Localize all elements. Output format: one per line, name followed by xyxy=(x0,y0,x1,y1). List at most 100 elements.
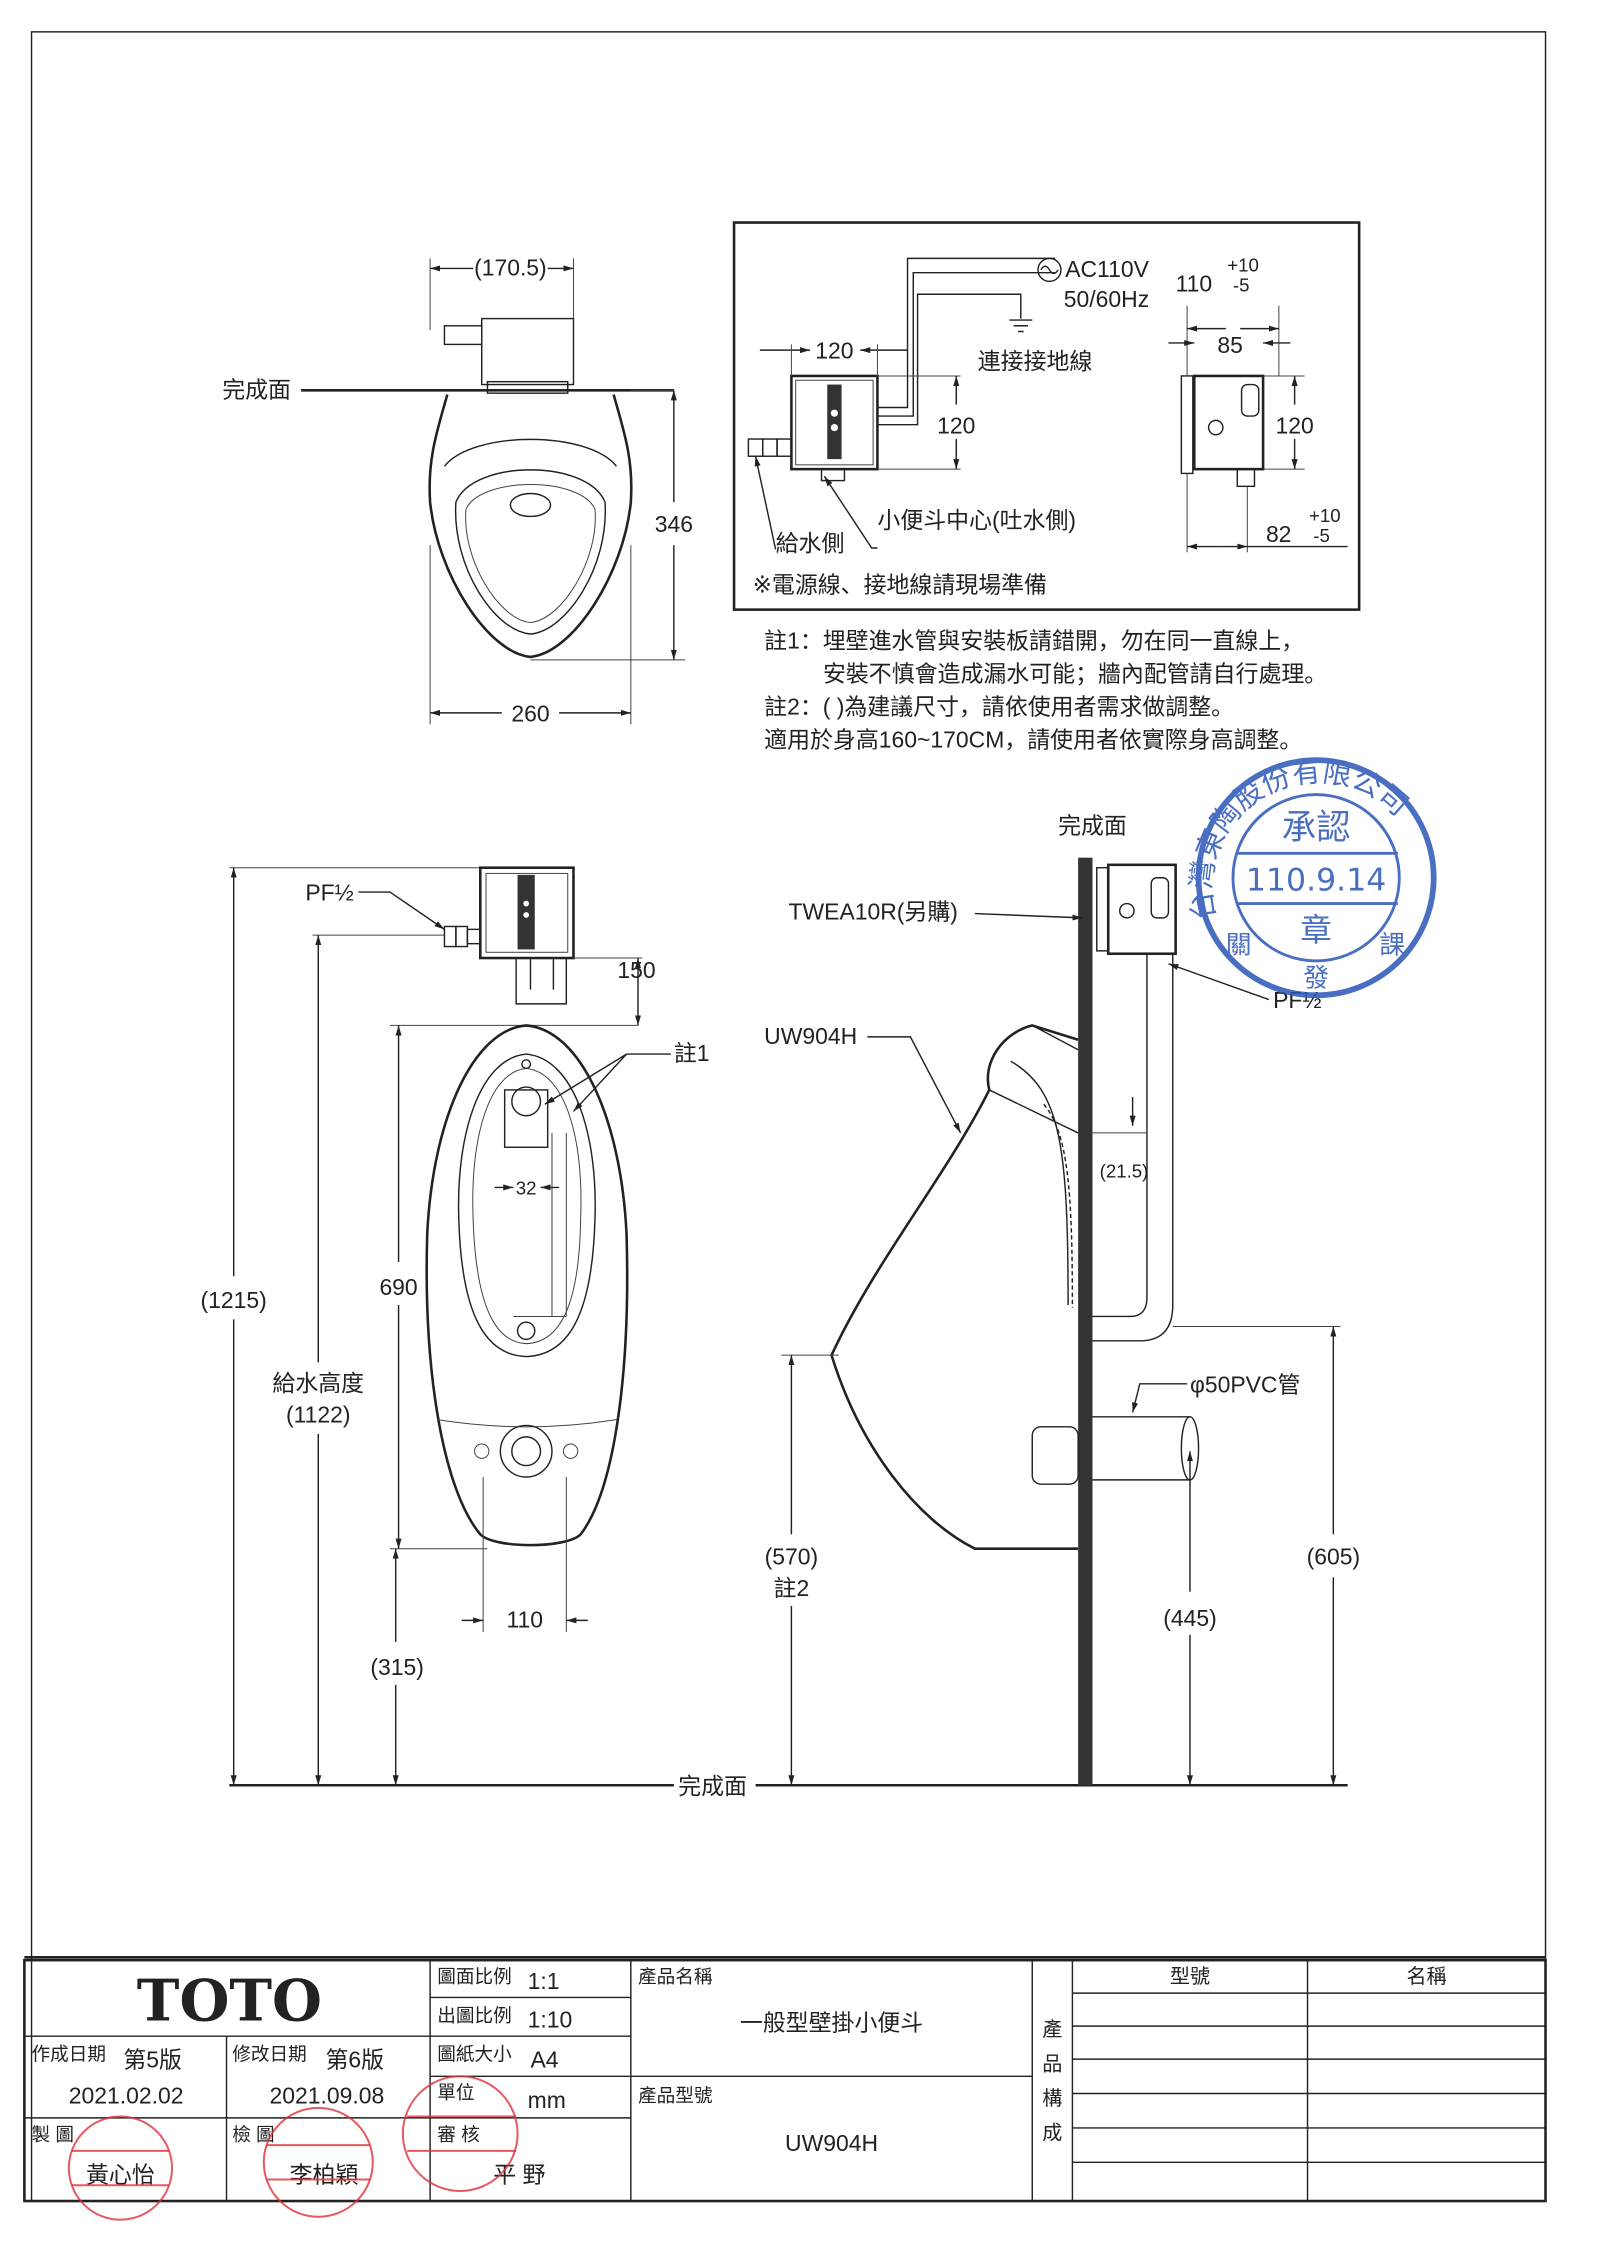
sheet-border xyxy=(30,31,1547,2202)
wall xyxy=(1078,857,1093,1786)
svg-text:製 圖: 製 圖 xyxy=(32,2124,74,2145)
svg-text:連接接地線: 連接接地線 xyxy=(978,348,1093,374)
approval-stamp: 台灣東陶股份有限公司 承認 110.9.14 章 發 關 課 xyxy=(1184,754,1437,999)
svg-text:給水側: 給水側 xyxy=(776,530,845,556)
ground-icon xyxy=(1009,319,1033,333)
sensor-box-side xyxy=(1192,374,1265,471)
svg-text:120: 120 xyxy=(1275,412,1313,438)
svg-text:修改日期: 修改日期 xyxy=(232,2044,307,2065)
svg-text:mm: mm xyxy=(528,2087,566,2113)
svg-text:黃心怡: 黃心怡 xyxy=(86,2161,155,2187)
top-valve-box xyxy=(481,317,575,386)
svg-text:(1215): (1215) xyxy=(201,1287,267,1313)
svg-text:產: 產 xyxy=(1042,2018,1062,2041)
svg-text:註2：( )為建議尺寸，請依使用者需求做調整。: 註2：( )為建議尺寸，請依使用者需求做調整。 xyxy=(764,693,1234,719)
svg-text:110.9.14: 110.9.14 xyxy=(1246,863,1386,899)
svg-text:圖紙大小: 圖紙大小 xyxy=(437,2044,512,2065)
svg-text:2021.09.08: 2021.09.08 xyxy=(270,2083,385,2109)
dim-260: 260 xyxy=(511,700,549,726)
svg-text:UW904H: UW904H xyxy=(764,1023,857,1049)
svg-text:註1：埋壁進水管與安裝板請錯開，勿在同一直線上，: 註1：埋壁進水管與安裝板請錯開，勿在同一直線上， xyxy=(764,627,1304,653)
svg-text:85: 85 xyxy=(1217,332,1243,358)
svg-text:1:1: 1:1 xyxy=(528,1968,560,1994)
side-view: 完成面 TWEA10R(另購) PF½ UW904H φ50PVC管 (21.5… xyxy=(764,812,1361,1786)
svg-text:110: 110 xyxy=(506,1607,543,1633)
svg-text:(21.5): (21.5) xyxy=(1100,1160,1149,1181)
svg-text:+10: +10 xyxy=(1227,254,1259,275)
svg-text:單位: 單位 xyxy=(437,2082,474,2103)
svg-text:32: 32 xyxy=(516,1178,537,1199)
signature-seals xyxy=(67,2075,519,2221)
svg-text:(605): (605) xyxy=(1307,1543,1361,1569)
svg-text:圖面比例: 圖面比例 xyxy=(437,1966,512,1987)
svg-text:(570): (570) xyxy=(765,1543,819,1569)
svg-text:-5: -5 xyxy=(1233,274,1250,295)
svg-text:發: 發 xyxy=(1303,964,1329,994)
electrical-inset: AC110V 50/60Hz 連接接地線 120 120 小便斗中心(吐水側) … xyxy=(732,221,1361,611)
svg-text:審 核: 審 核 xyxy=(437,2124,479,2145)
svg-text:(315): (315) xyxy=(370,1654,424,1680)
svg-text:關: 關 xyxy=(1226,931,1252,961)
svg-text:120: 120 xyxy=(815,338,853,364)
svg-text:AC110V: AC110V xyxy=(1065,256,1149,282)
svg-text:690: 690 xyxy=(379,1274,417,1300)
svg-text:適用於身高160~170CM，請使用者依實際身高調整。: 適用於身高160~170CM，請使用者依實際身高調整。 xyxy=(764,726,1302,752)
svg-text:110: 110 xyxy=(1176,270,1213,296)
svg-text:給水高度: 給水高度 xyxy=(272,1370,364,1396)
svg-text:+10: +10 xyxy=(1309,505,1341,526)
svg-text:一般型壁掛小便斗: 一般型壁掛小便斗 xyxy=(740,2009,923,2035)
svg-text:成: 成 xyxy=(1042,2121,1062,2144)
svg-text:名稱: 名稱 xyxy=(1406,1965,1446,1988)
svg-text:1:10: 1:10 xyxy=(528,2007,573,2033)
svg-text:產品型號: 產品型號 xyxy=(638,2085,713,2106)
svg-text:(1122): (1122) xyxy=(286,1402,351,1428)
toto-logo: TOTO xyxy=(137,1966,322,2034)
dim-170-5: (170.5) xyxy=(474,255,547,281)
svg-text:註1: 註1 xyxy=(674,1040,710,1066)
svg-text:課: 課 xyxy=(1379,931,1405,961)
top-valve-connector xyxy=(443,325,483,346)
svg-text:出圖比例: 出圖比例 xyxy=(437,2005,512,2026)
svg-text:完成面: 完成面 xyxy=(1058,812,1127,838)
svg-text:第5版: 第5版 xyxy=(123,2047,182,2073)
svg-text:安裝不慎會造成漏水可能；牆內配管請自行處理。: 安裝不慎會造成漏水可能；牆內配管請自行處理。 xyxy=(823,660,1327,686)
svg-text:UW904H: UW904H xyxy=(785,2130,878,2156)
urinal-top-outline xyxy=(428,394,633,659)
svg-text:※電源線、接地線請現場準備: ※電源線、接地線請現場準備 xyxy=(753,571,1047,597)
flush-valve-box xyxy=(478,866,575,960)
svg-text:小便斗中心(吐水側): 小便斗中心(吐水側) xyxy=(877,507,1076,533)
svg-text:型號: 型號 xyxy=(1170,1965,1210,1988)
svg-text:品: 品 xyxy=(1042,2054,1062,2076)
notes: 註1：埋壁進水管與安裝板請錯開，勿在同一直線上， 安裝不慎會造成漏水可能；牆內配… xyxy=(764,627,1327,752)
svg-text:(445): (445) xyxy=(1163,1605,1217,1631)
svg-text:120: 120 xyxy=(937,412,975,438)
svg-text:章: 章 xyxy=(1300,913,1332,949)
urinal-side-outline xyxy=(830,1024,1079,1550)
svg-text:完成面: 完成面 xyxy=(678,1773,747,1799)
svg-text:構: 構 xyxy=(1042,2087,1062,2110)
svg-text:50/60Hz: 50/60Hz xyxy=(1064,286,1149,312)
svg-text:李柏穎: 李柏穎 xyxy=(290,2161,359,2187)
dim-346: 346 xyxy=(655,511,693,537)
svg-text:註2: 註2 xyxy=(774,1575,810,1601)
ac-source-icon xyxy=(1037,257,1062,283)
title-block: TOTO 圖面比例 1:1 出圖比例 1:10 圖紙大小 A4 單位 mm 作成日期第5… xyxy=(23,1958,1547,2221)
svg-text:作成日期: 作成日期 xyxy=(32,2044,107,2065)
svg-text:φ50PVC管: φ50PVC管 xyxy=(1190,1371,1300,1397)
svg-text:A4: A4 xyxy=(530,2047,558,2073)
front-view: (1215) 給水高度 (1122) 690 (315) PF½ 150 註1 xyxy=(201,866,1348,1799)
svg-text:TWEA10R(另購): TWEA10R(另購) xyxy=(789,898,958,924)
top-finish-label: 完成面 xyxy=(222,376,291,402)
svg-text:第6版: 第6版 xyxy=(325,2047,384,2073)
svg-text:82: 82 xyxy=(1266,521,1292,547)
svg-text:150: 150 xyxy=(617,957,655,983)
svg-text:產品名稱: 產品名稱 xyxy=(638,1966,713,1987)
svg-text:-5: -5 xyxy=(1313,525,1330,546)
svg-text:2021.02.02: 2021.02.02 xyxy=(69,2083,184,2109)
svg-text:承認: 承認 xyxy=(1282,808,1351,848)
top-view: 完成面 (170.5) 346 260 xyxy=(222,255,693,727)
svg-text:PF½: PF½ xyxy=(305,880,353,906)
side-valve-box xyxy=(1106,863,1177,956)
svg-text:檢 圖: 檢 圖 xyxy=(232,2124,274,2145)
